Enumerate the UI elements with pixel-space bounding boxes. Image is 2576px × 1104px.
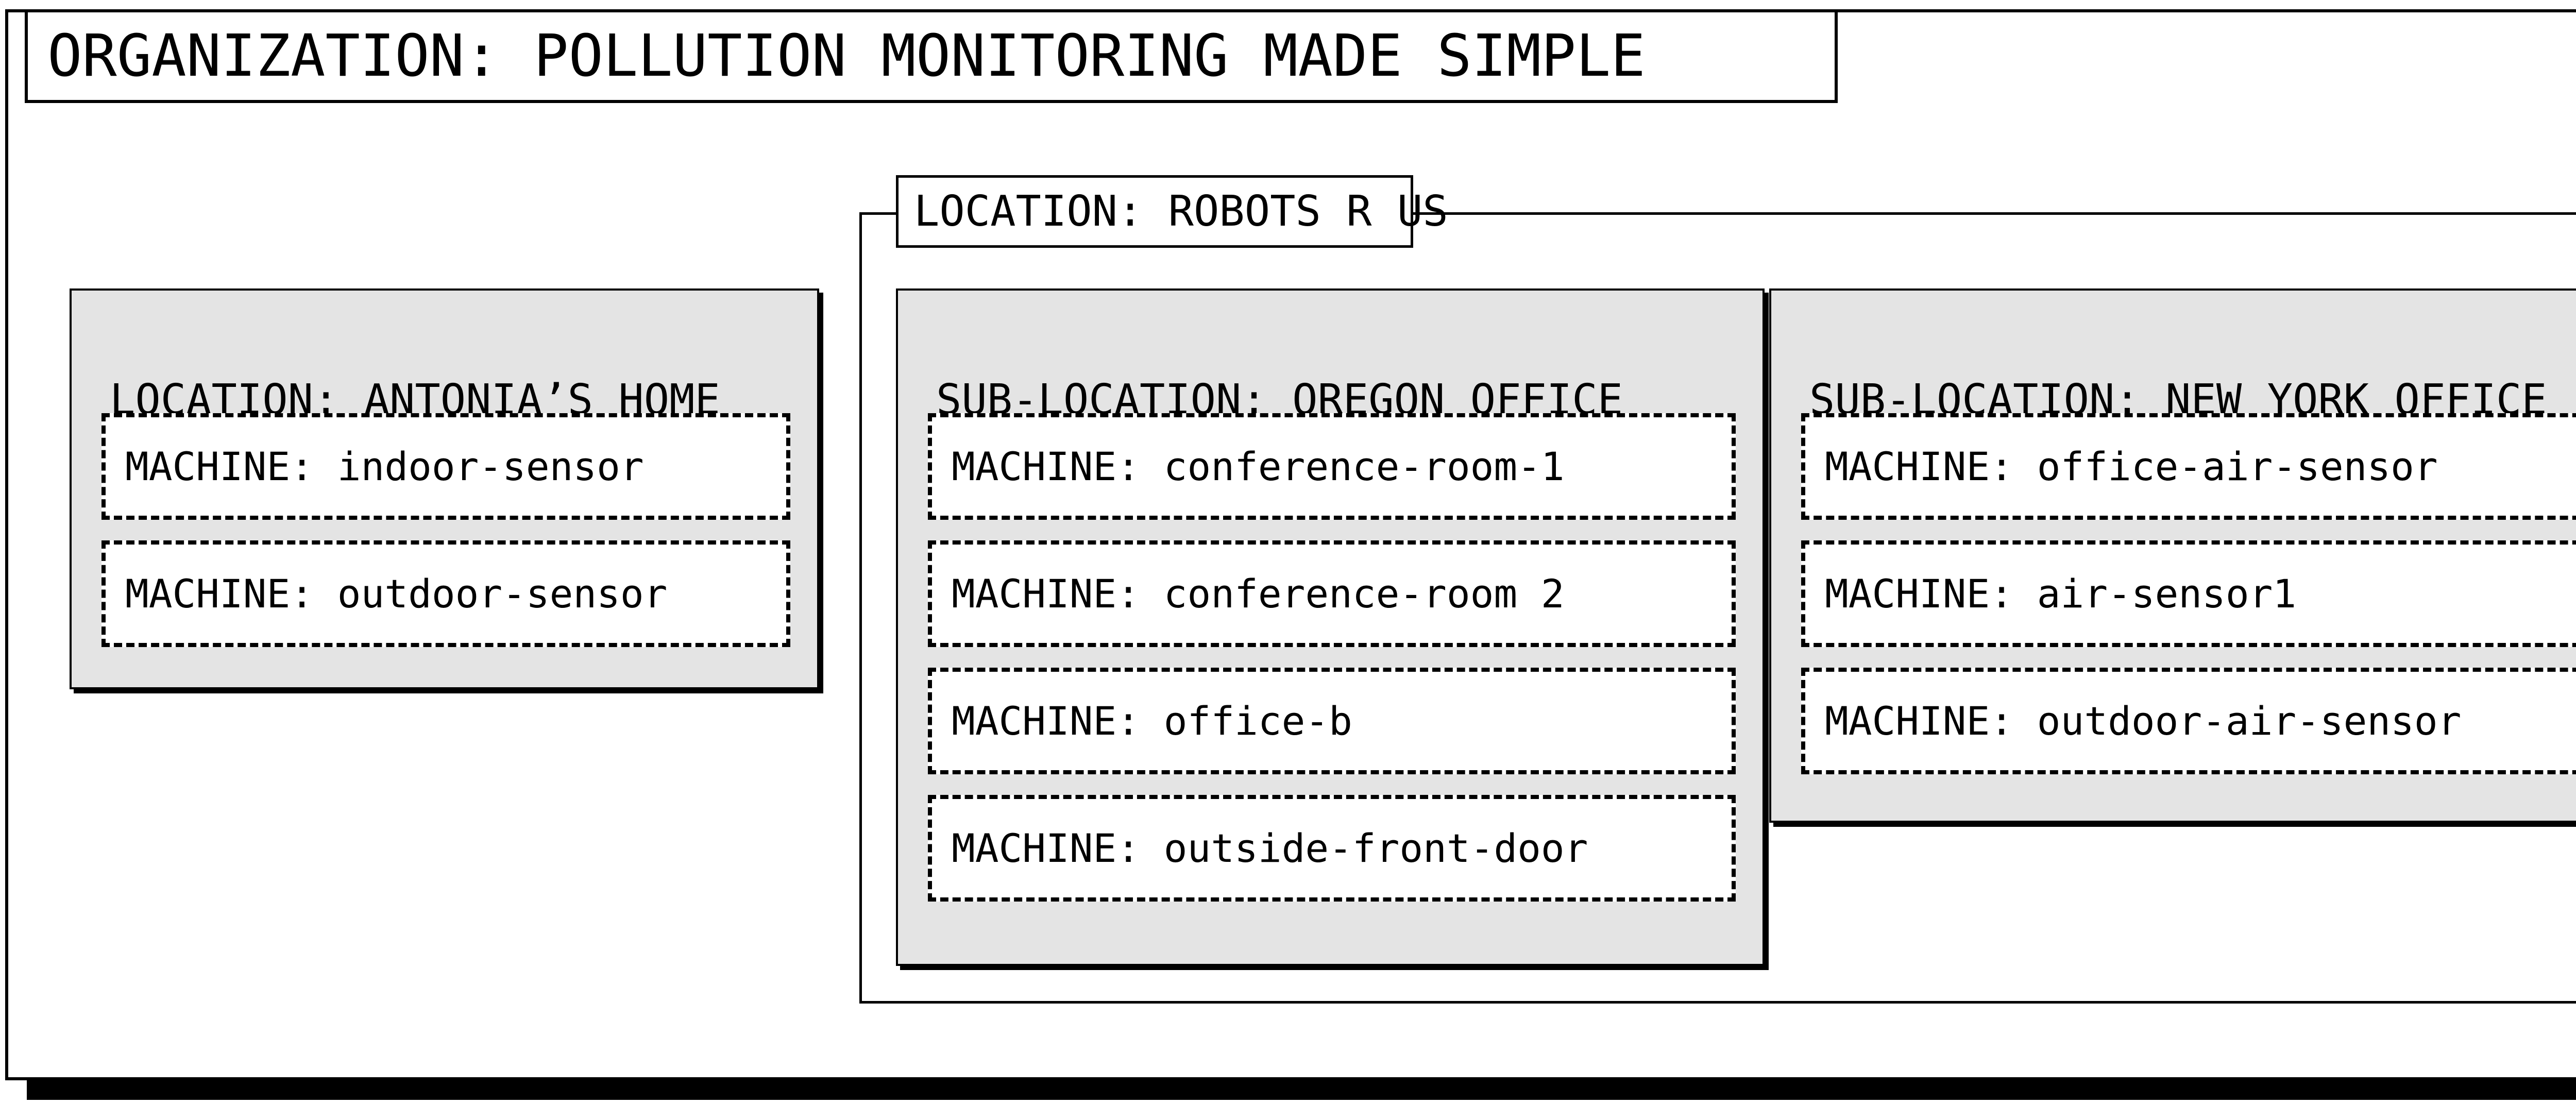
machine-box-office-air-sensor[interactable]: MACHINE: office-air-sensor <box>1801 413 2576 520</box>
location-group-title-box-robots-r-us: LOCATION: ROBOTS R US <box>896 175 1448 248</box>
machine-box-outdoor-air-sensor[interactable]: MACHINE: outdoor-air-sensor <box>1801 668 2576 774</box>
sublocation-panel-new-york-office[interactable]: SUB-LOCATION: NEW YORK OFFICE MACHINE: o… <box>1769 288 2576 823</box>
machine-box-outside-front-door[interactable]: MACHINE: outside-front-door <box>928 795 1736 902</box>
organization-title-box: ORGANIZATION: POLLUTION MONITORING MADE … <box>25 9 1838 103</box>
machine-label-outdoor-air-sensor: MACHINE: outdoor-air-sensor <box>1825 698 2462 744</box>
machine-label-outdoor-sensor: MACHINE: outdoor-sensor <box>125 570 668 617</box>
machine-box-indoor-sensor[interactable]: MACHINE: indoor-sensor <box>101 413 790 520</box>
machine-label-conference-room-1: MACHINE: conference-room-1 <box>952 443 1565 489</box>
location-panel-antonias-home[interactable]: LOCATION: ANTONIA’S HOME MACHINE: indoor… <box>70 288 819 689</box>
machine-label-outside-front-door: MACHINE: outside-front-door <box>952 825 1588 871</box>
machine-label-office-air-sensor: MACHINE: office-air-sensor <box>1825 443 2438 489</box>
machine-label-indoor-sensor: MACHINE: indoor-sensor <box>125 443 644 489</box>
sublocation-panel-oregon-office[interactable]: SUB-LOCATION: OREGON OFFICE MACHINE: con… <box>896 288 1765 966</box>
machine-label-conference-room-2: MACHINE: conference-room 2 <box>952 570 1565 617</box>
machine-box-conference-room-2[interactable]: MACHINE: conference-room 2 <box>928 540 1736 647</box>
location-group-title-label: LOCATION: ROBOTS R US <box>914 186 1448 236</box>
machine-label-office-b: MACHINE: office-b <box>952 698 1352 744</box>
machine-label-air-sensor1: MACHINE: air-sensor1 <box>1825 570 2297 617</box>
machine-box-outdoor-sensor[interactable]: MACHINE: outdoor-sensor <box>101 540 790 647</box>
machine-box-conference-room-1[interactable]: MACHINE: conference-room-1 <box>928 413 1736 520</box>
organization-title-label: ORGANIZATION: POLLUTION MONITORING MADE … <box>47 23 1646 90</box>
machine-box-air-sensor1[interactable]: MACHINE: air-sensor1 <box>1801 540 2576 647</box>
machine-box-office-b[interactable]: MACHINE: office-b <box>928 668 1736 774</box>
